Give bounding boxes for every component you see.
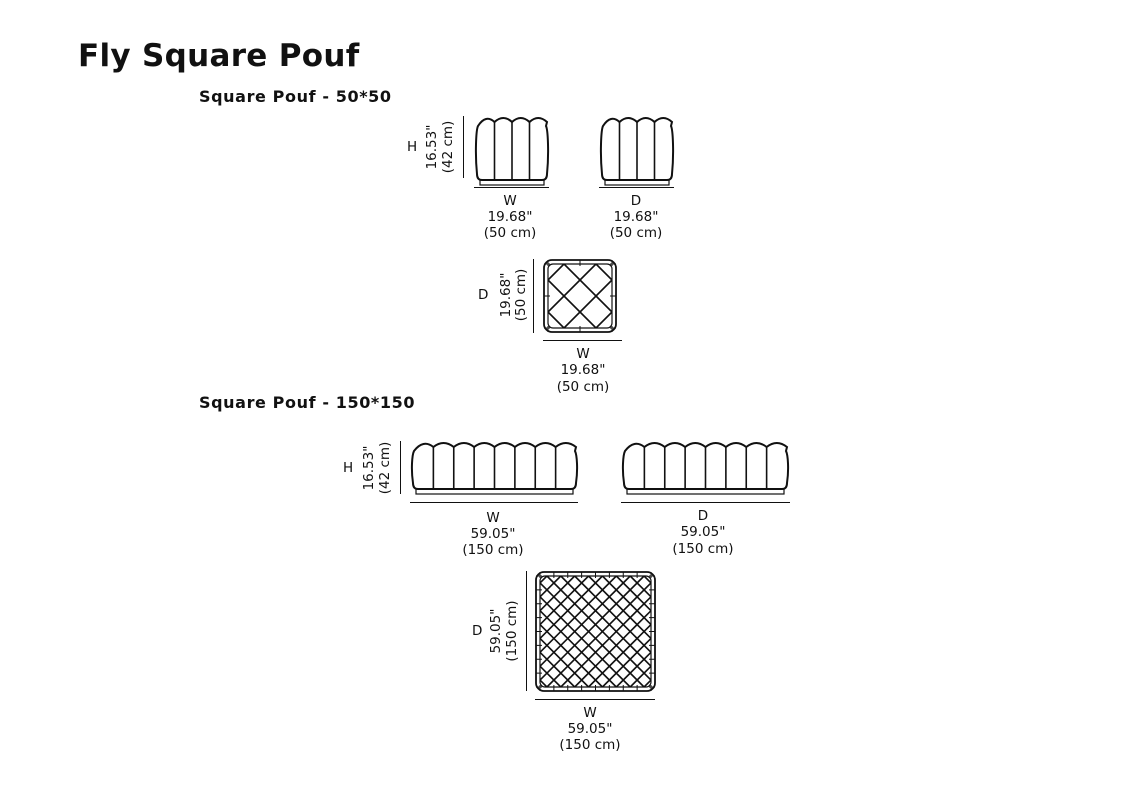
section-heading-150: Square Pouf - 150*150	[199, 393, 416, 412]
lattice-line	[539, 610, 617, 688]
depth-imperial: 19.68"	[613, 209, 659, 225]
depth-imperial: 19.68"	[498, 272, 514, 318]
depth-dimension-line	[533, 259, 534, 333]
lattice-line	[601, 637, 652, 688]
base-plate	[479, 179, 545, 186]
lattice-line	[546, 575, 652, 681]
lattice-line	[539, 575, 604, 640]
lattice-line	[587, 623, 652, 688]
lattice-line	[595, 311, 613, 329]
lattice-line	[601, 575, 652, 626]
width-axis-label: W	[576, 346, 590, 362]
lattice-line	[643, 679, 652, 688]
lattice-line	[539, 596, 631, 688]
depth-imperial: 59.05"	[680, 524, 726, 540]
lattice-line	[539, 575, 645, 681]
width-dimension-line	[535, 699, 655, 700]
lattice-line	[629, 575, 652, 598]
lattice-line	[539, 637, 590, 688]
outer-frame	[543, 259, 617, 333]
lattice	[536, 572, 655, 691]
lattice-line	[595, 263, 613, 281]
width-imperial: 59.05"	[470, 526, 516, 542]
depth-dimension-line	[599, 187, 674, 188]
width-axis-label: W	[583, 705, 597, 721]
width-axis-label: W	[503, 193, 517, 209]
depth-metric: (50 cm)	[609, 225, 663, 241]
side-view-50	[599, 117, 675, 186]
lattice-line	[560, 596, 652, 688]
lattice-line	[547, 279, 597, 329]
lattice-line	[587, 575, 652, 640]
lattice-line	[547, 263, 597, 313]
depth-axis-label: D	[478, 287, 489, 303]
lattice-line	[539, 575, 617, 653]
depth-imperial: 59.05"	[488, 608, 504, 654]
depth-dimension-line	[526, 571, 527, 691]
depth-axis-label: D	[697, 508, 709, 524]
base-plate	[626, 488, 785, 495]
height-axis-label: H	[343, 460, 354, 476]
height-metric: (42 cm)	[377, 441, 393, 495]
depth-axis-label: D	[630, 193, 642, 209]
lattice-line	[539, 575, 631, 667]
lattice-line	[539, 575, 562, 598]
top-view-50	[543, 259, 617, 333]
front-view-150	[410, 442, 579, 495]
lattice-line	[574, 610, 652, 688]
lattice-line	[546, 582, 652, 688]
lattice-line	[629, 665, 652, 688]
height-metric: (42 cm)	[440, 120, 456, 174]
lattice-line	[574, 575, 652, 653]
lattice	[544, 260, 616, 332]
lattice-line	[563, 279, 613, 329]
width-dimension-line	[410, 502, 578, 503]
lattice-line	[539, 575, 590, 626]
width-dimension-line	[543, 340, 622, 341]
inner-frame	[547, 263, 613, 329]
height-dimension-line	[463, 116, 464, 178]
width-imperial: 19.68"	[560, 362, 606, 378]
depth-metric: (150 cm)	[504, 600, 520, 662]
lattice-line	[539, 582, 645, 688]
top-view-150	[535, 571, 656, 692]
lattice-line	[560, 575, 652, 667]
lattice-line	[539, 679, 548, 688]
height-imperial: 16.53"	[361, 445, 377, 491]
lattice-line	[539, 665, 562, 688]
inner-frame	[539, 575, 652, 688]
width-dimension-line	[474, 187, 549, 188]
depth-metric: (150 cm)	[672, 541, 734, 557]
base-plate	[604, 179, 670, 186]
front-view-50	[474, 117, 550, 186]
lattice-line	[547, 263, 565, 281]
side-view-150	[621, 442, 790, 495]
lattice-line	[643, 575, 652, 584]
height-axis-label: H	[407, 139, 418, 155]
lattice-line	[615, 651, 652, 688]
height-imperial: 16.53"	[424, 124, 440, 170]
width-metric: (150 cm)	[462, 542, 524, 558]
section-heading-50: Square Pouf - 50*50	[199, 87, 392, 106]
lattice-line	[539, 575, 548, 584]
depth-metric: (50 cm)	[513, 268, 529, 322]
lattice-line	[539, 575, 576, 612]
lattice-line	[539, 651, 576, 688]
height-dimension-line	[400, 441, 401, 494]
width-metric: (50 cm)	[483, 225, 537, 241]
depth-axis-label: D	[472, 623, 483, 639]
lattice-line	[547, 311, 565, 329]
page-title: Fly Square Pouf	[78, 38, 360, 74]
lattice-line	[539, 623, 604, 688]
lattice-line	[563, 263, 613, 313]
width-imperial: 19.68"	[487, 209, 533, 225]
width-imperial: 59.05"	[567, 721, 613, 737]
depth-dimension-line	[621, 502, 790, 503]
lattice-line	[615, 575, 652, 612]
base-plate	[415, 488, 574, 495]
width-axis-label: W	[486, 510, 500, 526]
outer-frame	[535, 571, 656, 692]
width-metric: (150 cm)	[559, 737, 621, 753]
width-metric: (50 cm)	[556, 379, 610, 395]
